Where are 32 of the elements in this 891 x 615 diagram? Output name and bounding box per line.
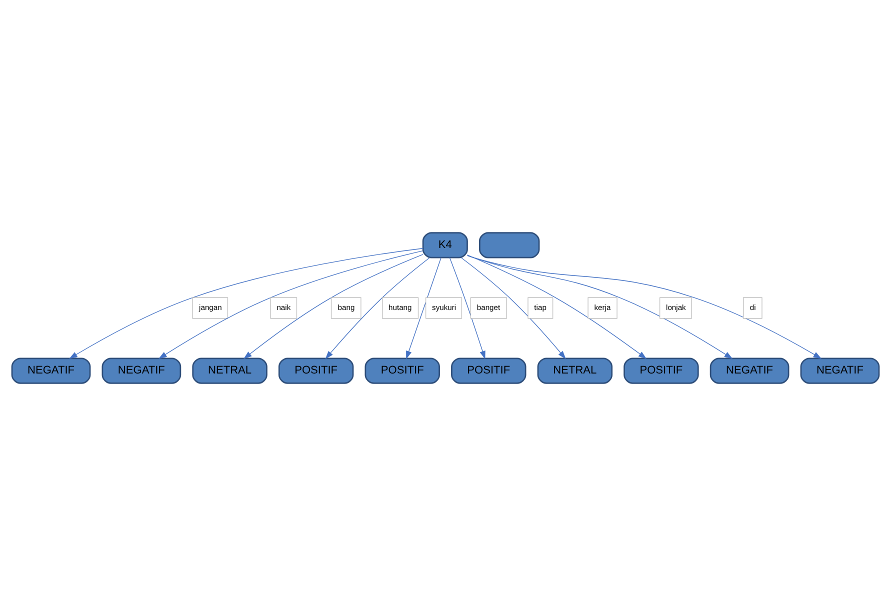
arrow (406, 256, 442, 359)
node-box: POSITIF (364, 357, 440, 384)
node-box (478, 232, 540, 258)
edge-label: tiap (534, 302, 546, 312)
arrow (158, 250, 424, 358)
arrow (244, 254, 424, 359)
edge-label: bang (338, 302, 355, 312)
node-box: NEGATIF (11, 357, 91, 384)
edge-label: syukuri (432, 302, 456, 312)
arrow (69, 248, 424, 358)
node-box: NETRAL (192, 357, 268, 384)
edge-label: naik (276, 302, 291, 312)
node-box: NEGATIF (800, 357, 880, 384)
arrow (466, 254, 647, 358)
node-box: NEGATIF (102, 357, 182, 384)
node-box: NETRAL (537, 357, 613, 384)
edge-label: banget (476, 302, 500, 312)
node-box: POSITIF (278, 357, 354, 384)
node-box: POSITIF (451, 357, 526, 384)
node-box: POSITIF (624, 357, 699, 384)
node-box: NEGATIF (710, 357, 790, 384)
edge-label: kerja (594, 302, 611, 312)
edge-label: jangan (199, 302, 222, 312)
arrow (449, 256, 486, 359)
arrow (325, 256, 430, 359)
arrow (466, 254, 733, 358)
edge-label: di (750, 302, 756, 312)
edge-label: hutang (388, 302, 412, 312)
edge-label: lonjak (666, 302, 686, 312)
arrow (460, 256, 566, 359)
arrow (467, 254, 822, 358)
node-box: K4 (422, 232, 468, 258)
